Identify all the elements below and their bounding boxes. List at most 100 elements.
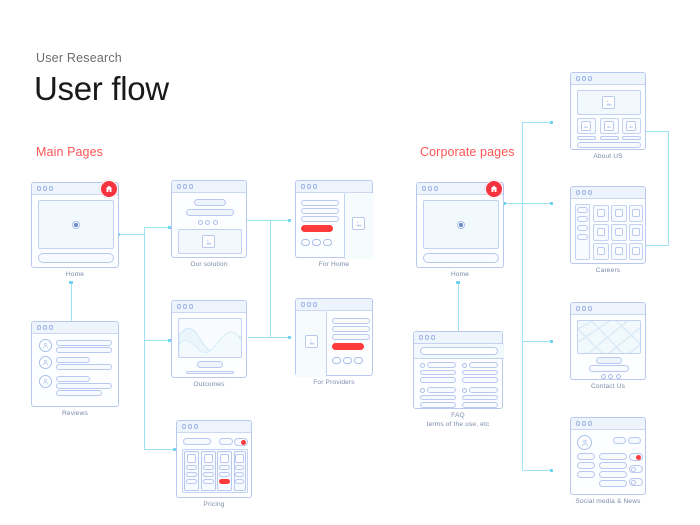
post-line	[599, 480, 627, 487]
cta-button[interactable]	[332, 343, 364, 350]
header-action[interactable]	[613, 437, 626, 444]
cta-bar[interactable]	[197, 361, 223, 368]
node-faq[interactable]	[413, 331, 504, 409]
thumb-caption	[622, 136, 641, 140]
browser-bar	[177, 421, 251, 433]
plan-icon	[235, 453, 244, 463]
plan-feature	[235, 465, 244, 470]
text-line	[301, 216, 339, 222]
connector-home-out	[119, 234, 145, 236]
connector-corporate-trunk	[522, 122, 524, 470]
filter-item[interactable]	[577, 234, 588, 240]
review-line	[56, 364, 112, 370]
header-action[interactable]	[628, 437, 641, 444]
node-reviews[interactable]	[31, 321, 119, 407]
search-input[interactable]	[420, 347, 498, 355]
connector-mid-to-for-providers	[270, 337, 291, 339]
node-for-providers[interactable]	[295, 298, 373, 377]
browser-bar	[296, 299, 372, 311]
node-outcomes[interactable]	[171, 300, 247, 378]
node-label-faq: FAQ	[451, 412, 465, 419]
connector-home-corporate-out	[505, 203, 523, 205]
map-panel[interactable]	[577, 320, 641, 354]
billing-toggle[interactable]	[234, 437, 248, 446]
pagination-dots[interactable]	[301, 239, 332, 246]
search-bar[interactable]	[183, 438, 211, 445]
node-our-solution[interactable]	[171, 180, 247, 258]
connector-careers-loop	[668, 131, 670, 246]
text-line	[301, 200, 339, 206]
browser-bar	[32, 322, 118, 334]
node-for-home[interactable]	[295, 180, 374, 259]
image-placeholder	[352, 217, 365, 230]
footer-bar	[577, 142, 641, 148]
faq-line	[420, 402, 456, 408]
filter-item[interactable]	[577, 207, 588, 213]
connector-reviews-to-home	[71, 281, 73, 321]
nav-item[interactable]	[577, 453, 595, 460]
notification-toggle[interactable]	[629, 453, 643, 461]
home-badge	[485, 180, 503, 198]
pagination-dots[interactable]	[332, 357, 363, 364]
connector-dot	[503, 201, 507, 205]
avatar	[39, 339, 52, 352]
faq-line	[462, 377, 498, 383]
nav-item[interactable]	[577, 471, 595, 478]
filter-pill[interactable]	[219, 438, 233, 445]
image-icon	[308, 339, 315, 344]
browser-bar	[571, 418, 645, 430]
node-about-us[interactable]	[570, 72, 646, 150]
browser-bar	[172, 301, 246, 313]
filter-item[interactable]	[577, 225, 588, 231]
node-social-news[interactable]	[570, 417, 646, 495]
footer-bar	[38, 253, 114, 263]
filter-item[interactable]	[577, 216, 588, 222]
node-label-reviews: Reviews	[62, 410, 88, 417]
notification-toggle[interactable]	[629, 465, 643, 473]
connector-main-trunk	[144, 227, 146, 449]
browser-bar	[571, 73, 645, 85]
faq-line	[462, 394, 498, 400]
nav-item[interactable]	[577, 462, 595, 469]
node-label-pricing: Pricing	[203, 501, 225, 508]
post-line	[599, 453, 627, 460]
connector-trunk-to-social-news	[522, 470, 553, 472]
review-line	[56, 357, 90, 363]
form-field[interactable]	[589, 365, 629, 372]
image-icon	[205, 239, 212, 244]
connector-careers-loop-bottom	[646, 245, 669, 247]
node-label-home-main: Home	[65, 271, 85, 278]
thumb-image	[626, 121, 636, 131]
node-label-outcomes: Outcomes	[193, 381, 225, 388]
step-dots	[198, 220, 218, 225]
connector-dot	[288, 335, 292, 339]
connector-trunk-to-pricing	[144, 449, 176, 451]
connector-trunk-to-contact-us	[522, 341, 553, 343]
connector-trunk-to-about-us	[522, 122, 553, 124]
faq-line	[427, 362, 456, 368]
browser-bar	[296, 181, 372, 193]
user-icon	[42, 359, 49, 366]
node-label-contact-us: Contact Us	[590, 383, 626, 390]
user-icon	[42, 378, 49, 385]
plan-feature	[235, 479, 244, 484]
form-field[interactable]	[596, 357, 622, 364]
node-pricing[interactable]	[176, 420, 252, 498]
node-label-about-us: About US	[593, 153, 623, 160]
image-icon	[583, 124, 589, 128]
avatar	[577, 435, 592, 450]
faq-line	[427, 387, 456, 393]
node-careers[interactable]	[570, 186, 646, 264]
plan-cta-selected[interactable]	[219, 479, 230, 484]
connector-dot	[168, 225, 172, 229]
job-thumb	[615, 209, 623, 217]
connector-dot	[173, 447, 177, 451]
cta-button[interactable]	[301, 225, 333, 232]
section-label-main-pages: Main Pages	[36, 145, 104, 159]
review-line	[56, 376, 90, 382]
node-contact-us[interactable]	[570, 302, 646, 380]
notification-toggle[interactable]	[629, 478, 643, 486]
review-line	[56, 383, 112, 389]
node-home-main[interactable]	[31, 182, 119, 268]
